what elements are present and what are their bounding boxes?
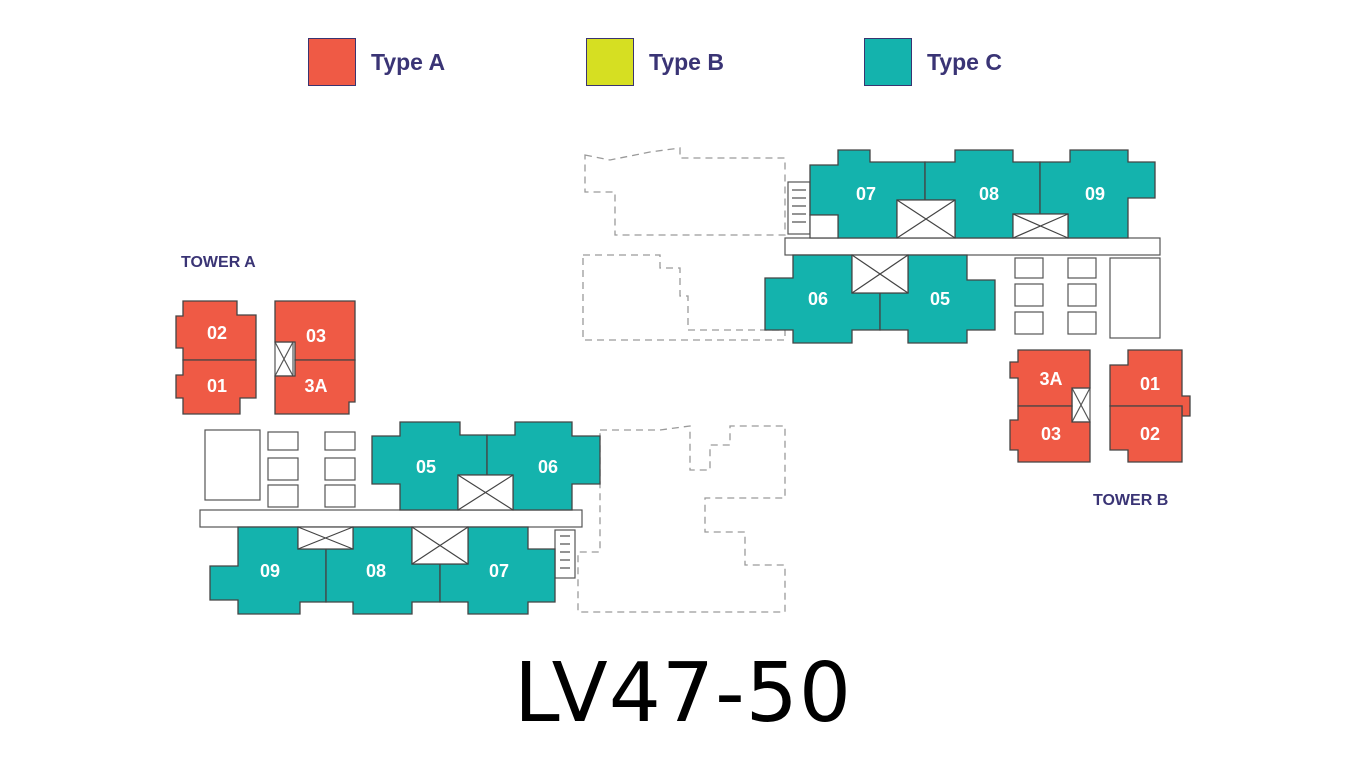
level-title: LV47-50	[513, 646, 853, 741]
legend-type-a: Type A	[308, 37, 445, 87]
unit-label-a-07: 07	[489, 561, 509, 581]
legend-swatch-type-b	[586, 38, 634, 86]
unit-label-a-3a: 3A	[304, 376, 327, 396]
tower-a-lifts	[297, 474, 514, 565]
legend-type-c: Type C	[864, 37, 1002, 87]
unit-label-b-03: 03	[1041, 424, 1061, 444]
ghost-outline-top	[582, 147, 786, 341]
unit-label-b-3a: 3A	[1039, 369, 1062, 389]
unit-label-b-01: 01	[1140, 374, 1160, 394]
legend-label-type-c: Type C	[927, 48, 1002, 75]
tower-a-label: TOWER A	[181, 254, 256, 271]
unit-label-b-07: 07	[856, 184, 876, 204]
unit-label-b-06: 06	[808, 289, 828, 309]
tower-a-type-a-block	[175, 300, 356, 415]
legend-type-b: Type B	[586, 37, 724, 87]
tower-a-corridor	[199, 509, 583, 528]
tower-b-type-a-block	[1009, 349, 1191, 463]
legend-swatch-type-a	[308, 38, 356, 86]
legend-label-type-b: Type B	[649, 48, 724, 75]
tower-b-type-c-block	[764, 149, 1156, 344]
tower-a-core	[204, 341, 576, 579]
unit-label-a-01: 01	[207, 376, 227, 396]
unit-label-a-09: 09	[260, 561, 280, 581]
tower-b-lifts	[809, 199, 1069, 294]
tower-b-corridor	[784, 237, 1161, 256]
legend-swatch-type-c	[864, 38, 912, 86]
unit-label-a-06: 06	[538, 457, 558, 477]
tower-b-label: TOWER B	[1093, 492, 1169, 509]
unit-label-b-05: 05	[930, 289, 950, 309]
unit-label-b-09: 09	[1085, 184, 1105, 204]
unit-label-a-03: 03	[306, 326, 326, 346]
unit-label-b-08: 08	[979, 184, 999, 204]
unit-label-a-05: 05	[416, 457, 436, 477]
ghost-outline-bottom	[577, 425, 786, 613]
unit-label-b-02: 02	[1140, 424, 1160, 444]
unit-label-a-08: 08	[366, 561, 386, 581]
tower-b-core	[787, 181, 1161, 423]
legend-label-type-a: Type A	[371, 48, 446, 75]
unit-label-a-02: 02	[207, 323, 227, 343]
